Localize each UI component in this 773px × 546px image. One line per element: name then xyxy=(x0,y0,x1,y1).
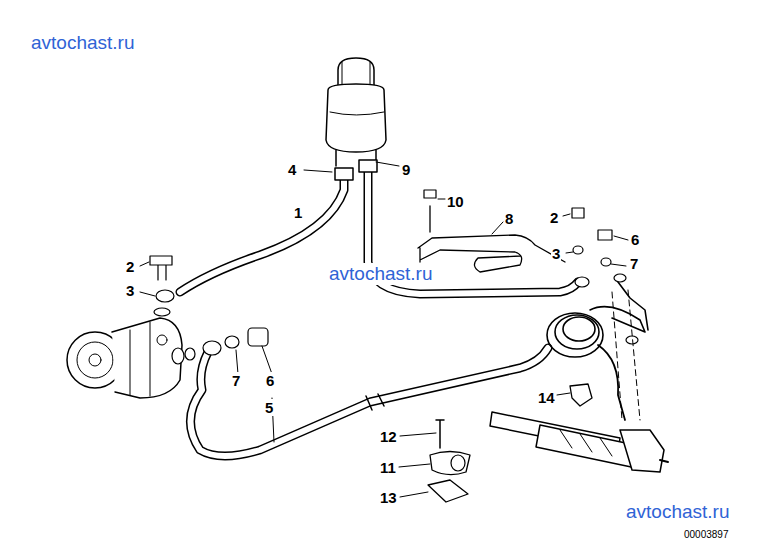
callout-number: 14 xyxy=(537,389,556,406)
callout-number: 5 xyxy=(264,399,274,416)
callout-number: 9 xyxy=(401,161,411,178)
callout-number: 11 xyxy=(379,459,397,476)
callout-number: 12 xyxy=(379,428,398,445)
callout-number: 6 xyxy=(265,372,275,389)
callout-number: 3 xyxy=(551,245,561,262)
callout-number: 7 xyxy=(629,255,639,272)
watermark: avtochast.ru xyxy=(328,263,434,285)
callout-number: 2 xyxy=(125,258,135,275)
callout-number: 8 xyxy=(504,210,514,227)
callout-number: 13 xyxy=(379,489,398,506)
callout-number: 1 xyxy=(293,204,303,221)
callout-number: 2 xyxy=(549,209,559,226)
callout-number: 7 xyxy=(231,372,241,389)
callout-number: 6 xyxy=(630,231,640,248)
callout-number: 3 xyxy=(125,282,135,299)
watermark: avtochast.ru xyxy=(625,501,731,523)
callout-number: 4 xyxy=(287,161,297,178)
callout-number: 10 xyxy=(446,193,465,210)
drawing-number: 00003897 xyxy=(683,529,730,540)
watermark: avtochast.ru xyxy=(30,32,136,54)
